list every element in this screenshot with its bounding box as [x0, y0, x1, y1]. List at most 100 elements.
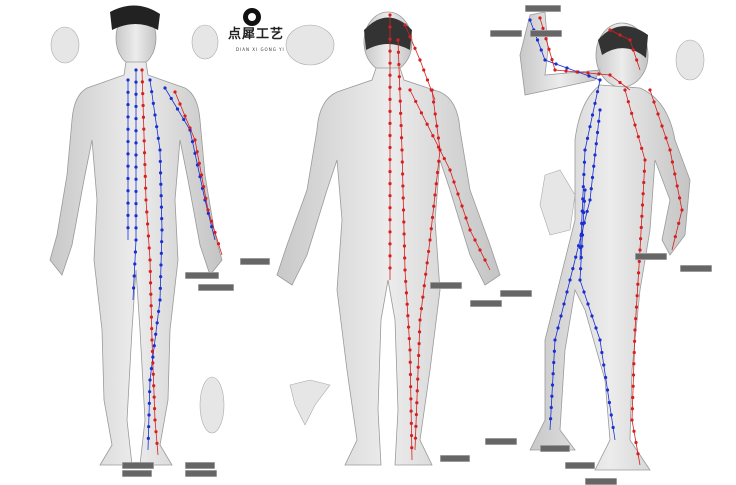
- acupoint: [407, 336, 411, 341]
- acupoint: [579, 267, 583, 271]
- acupoint: [431, 134, 435, 138]
- acupoint: [590, 314, 594, 318]
- acupoint: [618, 33, 622, 37]
- acupoint: [126, 201, 130, 205]
- acupoint: [149, 292, 153, 296]
- logo-title: 点犀工艺: [228, 27, 285, 42]
- acupoint: [618, 80, 622, 85]
- acupoint: [630, 407, 634, 411]
- acupoint: [432, 100, 436, 104]
- acupoint: [401, 172, 405, 176]
- acupoint: [605, 388, 610, 392]
- acupoint: [396, 38, 400, 42]
- acupoint: [397, 62, 401, 67]
- acupoint: [429, 227, 433, 231]
- acupoint: [388, 109, 392, 113]
- acupoint: [643, 158, 647, 162]
- acupoint: [642, 169, 646, 173]
- acupoint: [600, 350, 604, 355]
- acupoint: [134, 201, 138, 206]
- acupoint: [413, 436, 418, 440]
- meridian-label-box: [198, 284, 234, 291]
- acupoint: [673, 235, 677, 239]
- acupoint: [430, 215, 435, 220]
- acupoint: [134, 68, 138, 72]
- acupoint: [608, 28, 612, 32]
- acupoint: [564, 69, 568, 73]
- acupoint: [565, 66, 569, 70]
- acupoint: [583, 188, 587, 192]
- acupoint: [436, 136, 440, 140]
- acupoint: [388, 206, 392, 210]
- acupoint: [152, 406, 157, 411]
- acupoint: [432, 204, 436, 208]
- acupoint: [134, 153, 138, 157]
- acupoint: [478, 248, 482, 252]
- meridian-label-box: [185, 462, 215, 469]
- acupoint: [388, 49, 392, 53]
- acupoint: [550, 383, 555, 387]
- acupoint: [388, 121, 392, 126]
- acupoint: [151, 361, 155, 365]
- acupoint: [134, 141, 138, 145]
- acupoint: [433, 193, 437, 197]
- acupoint: [188, 126, 192, 130]
- front-hair: [110, 5, 160, 30]
- acupoint: [150, 338, 154, 342]
- acupoint: [426, 249, 431, 254]
- acupoint: [126, 78, 130, 82]
- acupoint: [580, 233, 585, 237]
- acupoint: [148, 269, 152, 274]
- acupoint: [132, 286, 136, 290]
- acupoint: [401, 184, 405, 188]
- acupoint: [630, 418, 634, 422]
- acupoint: [159, 194, 163, 198]
- acupoint: [421, 295, 425, 299]
- acupoint: [425, 122, 429, 126]
- logo-subtitle: DIAN XI GONG YI: [236, 47, 285, 52]
- acupoint: [640, 203, 645, 207]
- acupoint: [640, 146, 644, 150]
- acupoint: [134, 104, 138, 109]
- acupoint: [158, 171, 163, 175]
- meridian-label-box: [565, 462, 595, 469]
- acupoint: [142, 139, 146, 143]
- acupoint: [428, 238, 432, 242]
- acupoint: [633, 339, 637, 343]
- acupoint: [396, 50, 401, 54]
- ear-detail: [675, 39, 705, 81]
- acupoint: [199, 173, 204, 177]
- acupoint: [144, 186, 148, 190]
- acupoint: [152, 384, 156, 388]
- meridian-label-box: [530, 30, 562, 37]
- acupoint: [197, 161, 201, 165]
- meridian-label-box: [490, 30, 522, 37]
- acupoint: [156, 136, 160, 140]
- acupoint: [675, 184, 679, 188]
- meridian-label-box: [500, 290, 532, 297]
- acupoint: [552, 360, 556, 365]
- acupoint: [435, 170, 440, 175]
- acupoint: [589, 187, 593, 191]
- acupoint: [141, 103, 145, 108]
- inset-drawings: [50, 24, 705, 434]
- acupoint: [169, 96, 173, 101]
- acupoint: [403, 268, 407, 272]
- acupoint: [160, 216, 164, 221]
- acupoint: [143, 174, 147, 178]
- acupoint: [433, 112, 437, 116]
- acupoint: [182, 117, 186, 122]
- acupoint: [639, 225, 643, 230]
- acupoint: [388, 85, 392, 89]
- acupoint: [193, 138, 197, 142]
- acupoint: [574, 255, 578, 259]
- acupoint: [417, 353, 421, 358]
- acupoint: [206, 211, 210, 215]
- acupoint: [126, 189, 130, 193]
- acupoint: [429, 88, 433, 92]
- acupoint: [388, 254, 392, 258]
- meridian-label-box: [485, 438, 517, 445]
- acupoint: [664, 136, 668, 140]
- acupoint: [388, 13, 392, 17]
